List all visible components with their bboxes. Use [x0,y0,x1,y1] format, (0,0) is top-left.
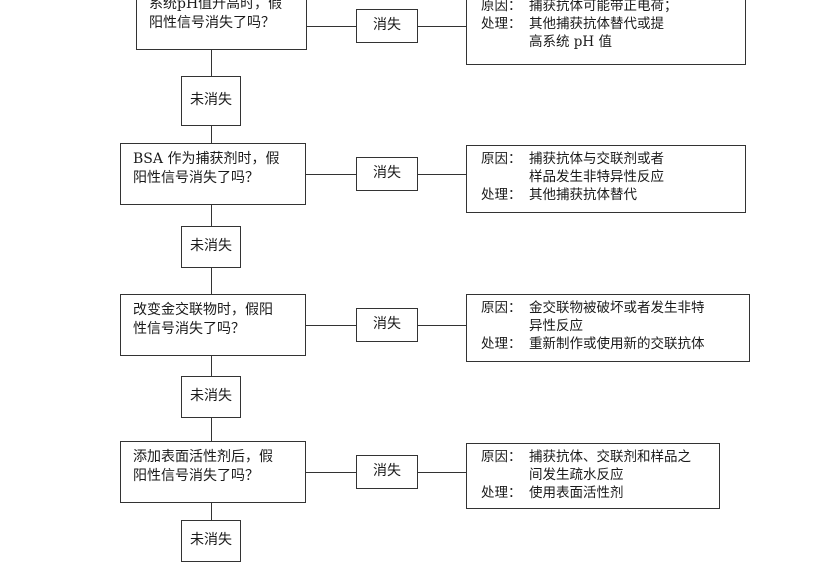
question-box: 改变金交联物时，假阳性信号消失了吗？ [120,294,306,356]
question-box: 添加表面活性剂后，假阳性信号消失了吗？ [120,441,306,503]
continuation-line: 异性反应 [529,318,583,334]
connector-line [211,50,212,76]
question-text: 阳性信号消失了吗？ [133,468,259,484]
line-label: 原因： [481,300,522,316]
reason-box: 原因：捕获抗体与交联剂或者样品发生非特异性反应处理：其他捕获抗体替代 [466,145,746,213]
continuation-line: 样品发生非特异性反应 [529,169,664,185]
label-line: 原因：捕获抗体可能带正电荷； [481,0,737,15]
question-box: BSA 作为捕获剂时，假阳性信号消失了吗？ [120,143,306,205]
label-line: 原因：捕获抗体与交联剂或者 [481,151,664,167]
line-label: 处理： [481,187,522,203]
question-text: 阳性信号消失了吗？ [149,15,275,31]
line-label: 原因： [481,151,522,167]
continuation-line: 高系统 pH 值 [529,34,612,50]
label-line: 处理：使用表面活性剂 [481,485,624,501]
question-text: 改变金交联物时，假阳 [133,302,273,318]
reason-box: 原因：捕获抗体、交联剂和样品之间发生疏水反应处理：使用表面活性剂 [466,443,720,509]
connector-line [211,268,212,294]
label-line: 处理：重新制作或使用新的交联抗体 [481,336,705,352]
connector-line [306,325,356,326]
question-text: 添加表面活性剂后，假 [133,449,273,465]
connector-line [211,205,212,226]
result-box: 消失 [356,308,418,342]
connector-line [211,356,212,376]
not-disappeared-box: 未消失 [181,376,241,418]
connector-line [307,26,356,27]
not-disappeared-box: 未消失 [181,226,241,268]
connector-line [211,126,212,143]
line-label: 处理： [481,16,522,32]
label-line: 处理：其他捕获抗体替代或提 [481,16,664,32]
connector-line [306,174,356,175]
result-box: 消失 [356,455,418,489]
continuation-line: 间发生疏水反应 [529,467,624,483]
not-disappeared-box: 未消失 [181,520,241,562]
label-line: 处理：其他捕获抗体替代 [481,187,637,203]
connector-line [418,325,466,326]
connector-line [418,26,466,27]
connector-line [418,174,466,175]
connector-line [211,503,212,520]
line-label: 原因： [481,449,522,465]
not-disappeared-box: 未消失 [181,76,241,126]
reason-box: 原因：捕获抗体可能带正电荷；处理：其他捕获抗体替代或提高系统 pH 值 [466,0,746,65]
result-box: 消失 [356,9,418,43]
question-box: 系统pH值升高时，假阳性信号消失了吗？ [136,0,307,50]
label-line: 原因：金交联物被破坏或者发生非特 [481,300,705,316]
connector-line [306,472,356,473]
reason-box: 原因：金交联物被破坏或者发生非特异性反应处理：重新制作或使用新的交联抗体 [466,294,750,362]
line-label: 处理： [481,485,522,501]
connector-line [418,472,466,473]
question-text: BSA 作为捕获剂时，假 [133,151,280,167]
question-text: 性信号消失了吗？ [133,321,245,337]
line-label: 处理： [481,336,522,352]
line-label: 原因： [481,0,522,14]
question-text: 阳性信号消失了吗？ [133,170,259,186]
connector-line [211,418,212,441]
label-line: 原因：捕获抗体、交联剂和样品之 [481,449,691,465]
question-text: 系统pH值升高时，假 [149,0,283,12]
result-box: 消失 [356,157,418,191]
